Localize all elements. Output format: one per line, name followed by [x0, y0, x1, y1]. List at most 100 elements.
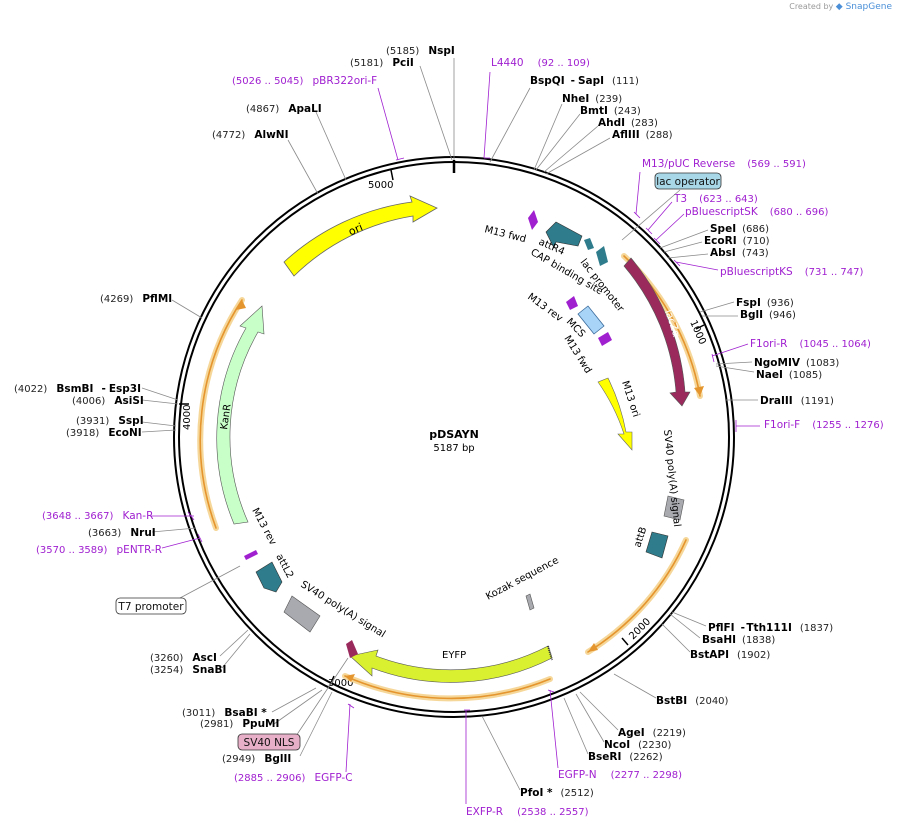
- enzyme-BstAPI: BstAPI(1902): [690, 649, 770, 661]
- m13-rev-lower-marker: [244, 550, 258, 560]
- svg-text:F1ori-R(1045 .. 1064): F1ori-R(1045 .. 1064): [750, 338, 871, 350]
- enzyme-PfoI: PfoI *(2512): [520, 787, 594, 799]
- eyfp-feature: [349, 645, 553, 683]
- leader-BglII: [299, 691, 333, 757]
- enzyme-BsmBI: (4022) BsmBI-Esp3I: [14, 377, 141, 396]
- enzyme-PpuMI: (2981) PpuMI: [200, 712, 279, 731]
- m13-rev-lower-label: M13 rev: [249, 506, 278, 547]
- tick-4000: 4000: [179, 403, 193, 430]
- m13-ori-label: M13 ori: [619, 380, 641, 419]
- enzyme-DraIII: DraIII(1191): [760, 395, 834, 407]
- leader-PflMI: [171, 299, 203, 319]
- svg-text:5000: 5000: [368, 180, 393, 191]
- leader-FspI: [699, 301, 735, 313]
- svg-text:L4440(92 .. 109): L4440(92 .. 109): [491, 57, 590, 69]
- leader-SspI: [141, 421, 177, 427]
- svg-text:4000: 4000: [182, 405, 193, 430]
- attL2-feature: [255, 561, 283, 593]
- leader-EcoRI: [663, 241, 703, 253]
- leader-BstAPI: [661, 623, 691, 653]
- leader-BstBI: [613, 673, 657, 699]
- enzyme-NheI: NheI(239): [562, 93, 622, 105]
- svg-text:(2885 .. 2906) EGFP-C: (2885 .. 2906) EGFP-C: [234, 766, 353, 785]
- orf-arrow-kan: [236, 300, 246, 310]
- primer-EGFP-N: EGFP-N(2277 .. 2298): [547, 689, 682, 781]
- plasmid-name: pDSAYN: [429, 428, 479, 441]
- enzyme-BspQI: BspQI-SapI(111): [530, 75, 639, 87]
- primer-pENTR-R: (3570 .. 3589) pENTR-R: [36, 533, 203, 557]
- enzyme-AflIII: AflIII(288): [612, 129, 673, 141]
- leader-NgoMIV: [715, 361, 753, 365]
- leader-NaeI: [715, 365, 755, 373]
- enzyme-NgoMIV: NgoMIV(1083): [754, 357, 839, 369]
- plasmid-length: 5187 bp: [433, 443, 474, 454]
- svg-text:pBluescriptSK(680 .. 696): pBluescriptSK(680 .. 696): [685, 206, 829, 218]
- enzyme-BsaBI: (3011) BsaBI *: [182, 701, 267, 720]
- enzyme-NaeI: NaeI(1085): [756, 369, 822, 381]
- enzyme-BstBI: BstBI(2040): [656, 695, 729, 707]
- svg-text:EXFP-R(2538 .. 2557): EXFP-R(2538 .. 2557): [466, 806, 589, 818]
- m13-fwd-upper-label: M13 fwd: [483, 224, 527, 245]
- leader-AhdI: [543, 125, 599, 173]
- created-by-text: Created by: [789, 2, 834, 11]
- enzyme-SpeI: SpeI(686): [710, 223, 769, 235]
- lac-operator-box: lac operator: [621, 172, 722, 241]
- enzyme-AbsI: AbsI(743): [710, 247, 769, 259]
- attB-label: attB: [632, 526, 649, 549]
- leader-BspQI: [489, 87, 531, 163]
- enzyme-PflFI: PflFI-Tth111I(1837): [708, 622, 833, 634]
- orf-arcs: [197, 253, 703, 702]
- enzyme-AlwNI: (4772) AlwNI: [212, 123, 288, 142]
- snapgene-logo-icon: ◆: [835, 2, 843, 12]
- attB-feature: [645, 531, 669, 559]
- lac-promoter-marker: [596, 246, 608, 266]
- enzyme-FspI: FspI(936): [736, 297, 794, 309]
- leader-SnaBI: [221, 633, 251, 669]
- primer-pBluescriptSK: pBluescriptSK(680 .. 696): [653, 206, 829, 245]
- enzyme-NruI: (3663) NruI: [88, 521, 156, 540]
- primer-M13pUC-Reverse: M13/pUC Reverse(569 .. 591): [633, 158, 806, 219]
- enzyme-BsaHI: BsaHI(1838): [702, 634, 775, 646]
- svg-text:SV40 NLS: SV40 NLS: [244, 737, 295, 749]
- svg-text:(3570 .. 3589) pENTR-R: (3570 .. 3589) pENTR-R: [36, 538, 162, 557]
- svg-text:F1ori-F(1255 .. 1276): F1ori-F(1255 .. 1276): [764, 419, 884, 431]
- ori-label: ori: [346, 221, 365, 239]
- enzyme-BseRI: BseRI(2262): [588, 751, 663, 763]
- eyfp-end-mark: [547, 645, 553, 661]
- cap-site-marker: [584, 238, 594, 250]
- svg-text:(5026 .. 5045) pBR322ori-F: (5026 .. 5045) pBR322ori-F: [232, 69, 377, 88]
- enzyme-EcoNI: (3918) EcoNI: [66, 421, 142, 440]
- enzyme-SspI: (3931) SspI: [76, 409, 144, 428]
- svg-text:T3(623 .. 643): T3(623 .. 643): [673, 193, 758, 205]
- enzyme-AgeI: AgeI(2219): [618, 727, 686, 739]
- m13-rev-upper-marker: [566, 296, 578, 310]
- primer-F1ori-R: F1ori-R(1045 .. 1064): [711, 338, 871, 363]
- m13-fwd-lower-label: M13 fwd: [561, 334, 593, 376]
- svg-text:T7 promoter: T7 promoter: [117, 601, 184, 613]
- sv40-polyA-left: [283, 595, 321, 633]
- attR4-feature: [545, 221, 583, 249]
- orf-arrow-attb: [588, 643, 598, 652]
- enzyme-BglI: BglI(946): [740, 309, 796, 321]
- primer-pBR322ori-F: (5026 .. 5045) pBR322ori-F: [232, 69, 405, 161]
- svg-text:M13/pUC Reverse(569 .. 591): M13/pUC Reverse(569 .. 591): [642, 158, 806, 170]
- svg-text:pBluescriptKS(731 .. 747): pBluescriptKS(731 .. 747): [720, 266, 864, 278]
- leader-ApaLI: [315, 111, 347, 181]
- enzyme-ApaLI: (4867) ApaLI: [246, 97, 322, 116]
- enzyme-AsiSI: (4006) AsiSI: [72, 389, 144, 408]
- enzyme-NspI: (5185) NspI: [386, 39, 455, 58]
- primer-pBluescriptKS: pBluescriptKS(731 .. 747): [673, 259, 864, 278]
- leader-SpeI: [659, 229, 709, 249]
- leader-AbsI: [667, 253, 709, 259]
- leader-BsmBI: [141, 387, 179, 401]
- leader-BmtI: [535, 113, 581, 171]
- sv40-polyA-right-label: SV40 poly(A) signal: [661, 429, 682, 527]
- snapgene-name: SnapGene: [845, 2, 892, 12]
- enzyme-BglII: (2949) BglII: [222, 747, 291, 766]
- enzyme-EcoRI: EcoRI(710): [704, 235, 770, 247]
- primer-L4440: L4440(92 .. 109): [483, 57, 590, 159]
- svg-text:3000: 3000: [328, 678, 353, 689]
- leader-AlwNI: [287, 139, 319, 195]
- tick-5000: 5000: [368, 169, 394, 191]
- enzyme-AscI: (3260) AscI: [150, 646, 217, 665]
